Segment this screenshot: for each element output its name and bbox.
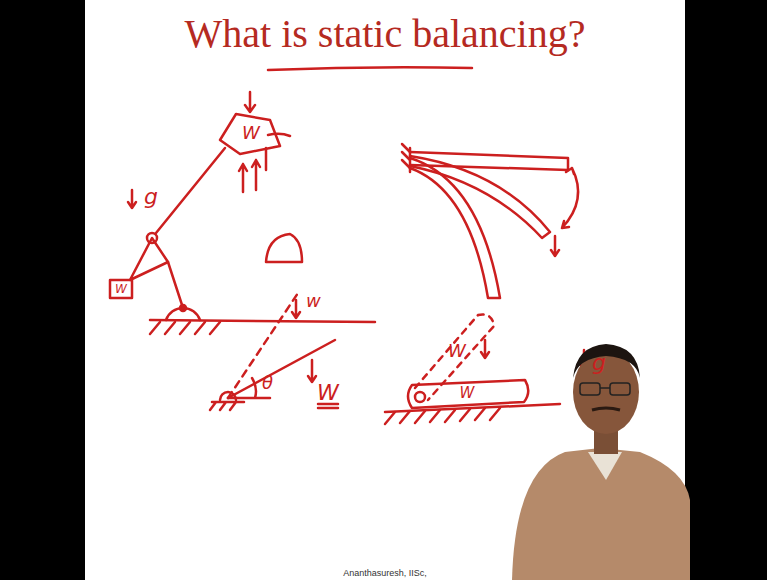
weight-label: w (306, 292, 321, 310)
gravity-label: g (592, 352, 606, 374)
up-arrows (239, 134, 290, 192)
weight-label: W (460, 386, 475, 401)
underline (318, 404, 338, 408)
weight-label: W (242, 124, 260, 142)
title-underline (268, 67, 472, 70)
dashed-rod (228, 290, 300, 398)
ground-line (150, 320, 375, 322)
ground-hatch (385, 408, 500, 424)
gravity-label: g (144, 186, 158, 208)
slide-title: What is static balancing? (185, 14, 586, 54)
presenter (512, 344, 690, 580)
weight-label: W (115, 283, 127, 295)
link (168, 262, 183, 308)
weight-arrow (292, 300, 300, 318)
bar (408, 380, 528, 408)
bar-pivot (415, 392, 425, 402)
tip-load-arrow (551, 236, 559, 256)
weight-label: W (317, 382, 339, 404)
deflection-arrow (562, 168, 578, 228)
weight-arrow (308, 360, 316, 382)
weight-label: W (448, 342, 466, 360)
bent-beam-more (410, 158, 500, 298)
counterweight-box (110, 280, 132, 298)
dome-shape (266, 234, 302, 262)
triangle-link (130, 238, 168, 280)
long-link (156, 148, 225, 233)
weight-arrow (481, 340, 489, 358)
gravity-arrow (128, 190, 136, 208)
load-arrow (245, 92, 255, 112)
ground-hatch (210, 402, 244, 410)
raised-bar (415, 314, 494, 400)
ground-hatch (150, 322, 220, 334)
angle-label: θ (262, 374, 273, 392)
watermark: Ananthasuresh, IISc, (343, 569, 427, 578)
